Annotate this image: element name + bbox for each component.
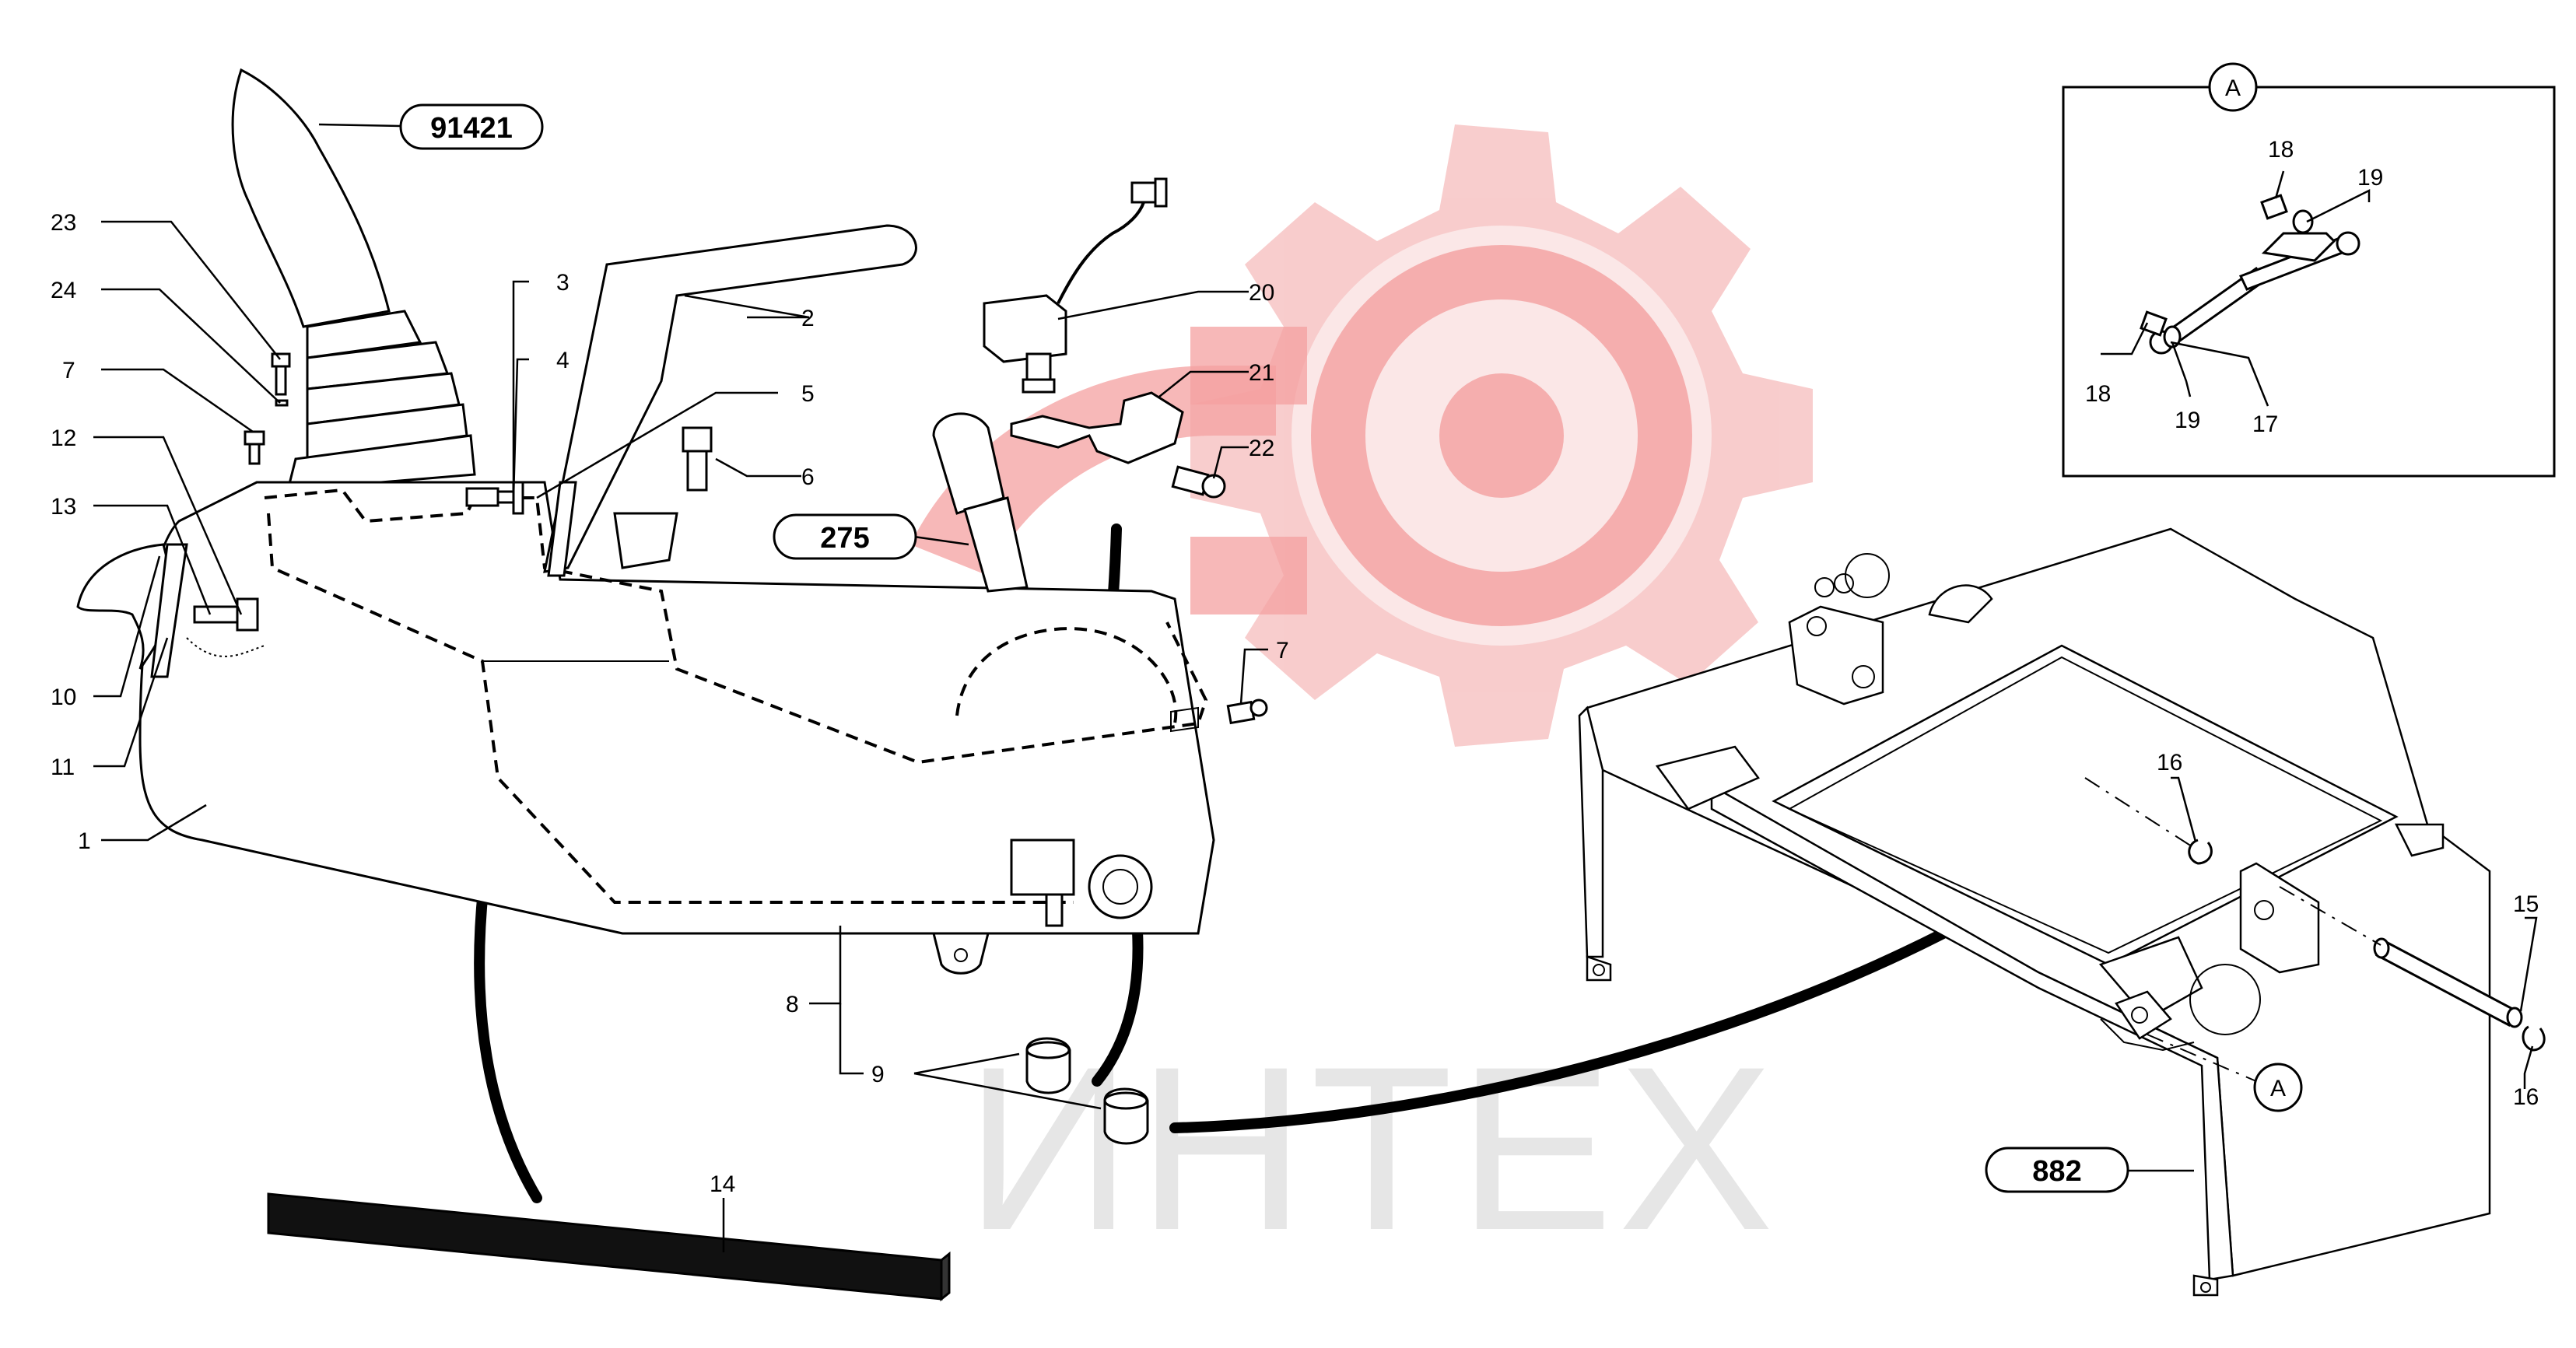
- label-14: 14: [710, 1171, 735, 1197]
- ref-882: 882: [2032, 1155, 2081, 1188]
- detail-a-box: [2062, 86, 2556, 478]
- label-21: 21: [1249, 360, 1274, 386]
- label-19a: 19: [2357, 165, 2383, 191]
- label-16b: 16: [2513, 1084, 2539, 1110]
- gas-strut: [2140, 194, 2360, 355]
- label-3: 3: [556, 270, 570, 296]
- bolt-23-24: [244, 352, 291, 465]
- label-8: 8: [786, 992, 799, 1017]
- watermark-text: ИНТЕХ: [965, 1017, 1779, 1279]
- ref-275: 275: [820, 522, 869, 555]
- label-9: 9: [871, 1062, 885, 1087]
- label-5: 5: [801, 381, 815, 407]
- label-19b: 19: [2175, 408, 2200, 433]
- lever: [543, 224, 917, 577]
- label-4: 4: [556, 348, 570, 373]
- detail-a-marker: [2208, 62, 2258, 112]
- axis-line-detail: [2147, 1034, 2257, 1082]
- label-6: 6: [801, 464, 815, 490]
- arc-line-lower: [1092, 905, 1144, 1087]
- label-22: 22: [1249, 436, 1274, 461]
- label-10: 10: [51, 685, 76, 710]
- arc-line-left: [474, 858, 542, 1203]
- bolt-7b: [1226, 699, 1268, 725]
- bar-14: [267, 1192, 951, 1302]
- label-13: 13: [51, 494, 76, 520]
- detail-a-marker-2: [2253, 1063, 2303, 1112]
- label-11: 11: [51, 755, 75, 780]
- label-18a: 18: [2268, 137, 2294, 163]
- ref-badge-275: [773, 513, 917, 560]
- label-15: 15: [2513, 891, 2539, 917]
- handle-275: [932, 412, 1029, 593]
- label-1: 1: [78, 828, 91, 854]
- ref-badge-882: [1985, 1147, 2129, 1193]
- label-20: 20: [1249, 280, 1274, 306]
- cam-block: [1010, 706, 1199, 927]
- leader-91421: [318, 123, 401, 128]
- detail-a-marker-2-text: A: [2270, 1076, 2286, 1101]
- detail-a-marker-text: A: [2225, 75, 2241, 101]
- axis-line-pin: [2279, 886, 2381, 946]
- bushings: [1025, 1037, 1149, 1145]
- bolt-cluster: [465, 481, 678, 569]
- label-17: 17: [2252, 411, 2278, 437]
- leader-lines: [93, 170, 2538, 1252]
- leader-275: [913, 535, 969, 546]
- label-16a: 16: [2157, 750, 2182, 776]
- label-12: 12: [51, 425, 76, 451]
- axis-line-clip: [2084, 777, 2195, 849]
- label-23: 23: [51, 210, 76, 236]
- label-18b: 18: [2085, 381, 2111, 407]
- bolt-6: [682, 426, 713, 492]
- switch-assembly: [983, 177, 1168, 394]
- label-7b: 7: [1276, 638, 1289, 663]
- bracket-21: [1010, 391, 1226, 499]
- ref-91421: 91421: [430, 112, 513, 145]
- label-2: 2: [801, 306, 815, 331]
- pin-15: [2373, 937, 2523, 1028]
- clip-16: [2188, 839, 2546, 1052]
- ref-badge-91421: [399, 103, 544, 150]
- label-7a: 7: [62, 358, 75, 383]
- label-24: 24: [51, 278, 76, 303]
- joystick: [231, 68, 476, 492]
